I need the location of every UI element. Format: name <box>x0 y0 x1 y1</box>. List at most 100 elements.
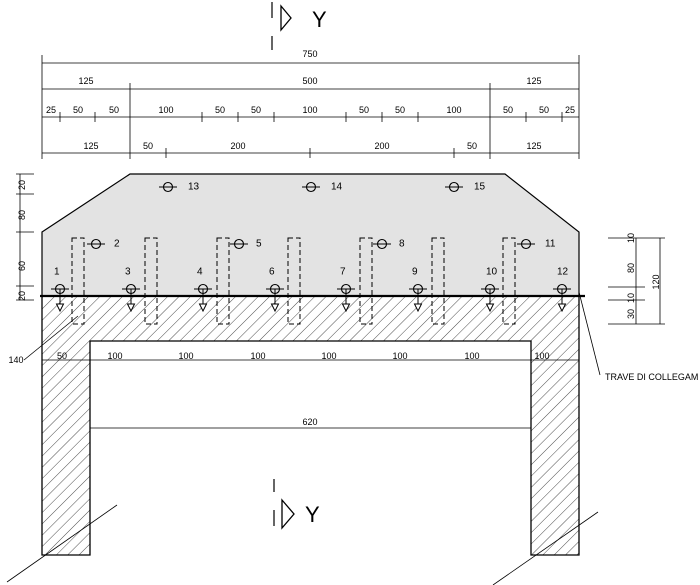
dim-row3-9: 50 <box>395 105 405 115</box>
dim-bottom-1: 50 <box>57 351 67 361</box>
point-label: 3 <box>125 267 131 278</box>
point-label: 11 <box>545 239 556 250</box>
point-load-arrow <box>55 303 65 313</box>
point-label: 10 <box>486 267 498 278</box>
slot-7 <box>502 237 516 325</box>
dim-row4-1: 125 <box>83 141 98 151</box>
dim-bottom-3: 100 <box>178 351 193 361</box>
pier-structure <box>40 173 585 556</box>
point-label: 13 <box>188 182 200 193</box>
row3-ticks <box>59 112 563 122</box>
dim-bottom-7: 100 <box>464 351 479 361</box>
point-12: 12 <box>553 267 571 313</box>
dim-row3-13: 25 <box>565 105 575 115</box>
point-label: 2 <box>114 239 120 250</box>
slot-6 <box>431 237 445 325</box>
dim-row3-3: 50 <box>109 105 119 115</box>
section-label-top: Y <box>312 7 327 32</box>
dim-row2-2: 500 <box>302 76 317 86</box>
point-3: 3 <box>122 267 140 313</box>
section-label-bottom: Y <box>305 502 320 527</box>
point-15: 15 <box>445 182 486 193</box>
dim-right-1: 10 <box>626 233 636 243</box>
section-mark-top: Y <box>271 2 327 50</box>
point-10: 10 <box>481 267 499 313</box>
point-9: 9 <box>409 267 427 313</box>
dim-row3-11: 50 <box>503 105 513 115</box>
point-label: 9 <box>412 267 418 278</box>
point-label: 6 <box>269 267 275 278</box>
point-8: 8 <box>373 239 405 250</box>
dim-row3-7: 100 <box>302 105 317 115</box>
leader-140: 140 <box>8 315 79 365</box>
dim-row2-1: 125 <box>78 76 93 86</box>
dim-bottom-8: 100 <box>534 351 549 361</box>
dim-overall: 750 <box>302 49 317 59</box>
slot-4 <box>287 237 301 325</box>
point-label: 8 <box>399 239 405 250</box>
dim-row4-3: 200 <box>230 141 245 151</box>
dim-right-2: 80 <box>626 263 636 273</box>
section-mark-bottom: Y <box>273 479 320 530</box>
dim-bottom-6: 100 <box>392 351 407 361</box>
dim-left-4: 20 <box>17 291 27 301</box>
point-label: 5 <box>256 239 262 250</box>
point-load-arrow <box>557 303 567 313</box>
dim-row2-3: 125 <box>526 76 541 86</box>
point-label: 14 <box>331 182 343 193</box>
point-load-arrow <box>485 303 495 313</box>
leader-140-label: 140 <box>8 355 23 365</box>
dim-row4-2: 50 <box>143 141 153 151</box>
dim-right-4: 30 <box>626 309 636 319</box>
point-5: 5 <box>230 239 262 250</box>
slot-2 <box>144 237 158 325</box>
dim-bottom-4: 100 <box>250 351 265 361</box>
dim-row3-8: 50 <box>359 105 369 115</box>
point-11: 11 <box>517 239 556 250</box>
dim-row4-6: 125 <box>526 141 541 151</box>
point-label: 15 <box>474 182 486 193</box>
point-load-arrow <box>341 303 351 313</box>
dim-row4-5: 50 <box>467 141 477 151</box>
point-label: 4 <box>197 267 203 278</box>
dim-left-3: 60 <box>17 261 27 271</box>
dim-left-2: 80 <box>17 210 27 220</box>
dim-row3-5: 50 <box>215 105 225 115</box>
point-load-arrow <box>270 303 280 313</box>
point-label: 1 <box>54 267 60 278</box>
point-1: 1 <box>51 267 69 313</box>
point-label: 7 <box>340 267 346 278</box>
point-load-arrow <box>126 303 136 313</box>
beam-label-group: TRAVE DI COLLEGAM <box>578 291 698 382</box>
slot-1 <box>71 237 85 325</box>
slot-3 <box>216 237 230 325</box>
dim-right-total: 120 <box>651 274 661 289</box>
point-load-arrow <box>198 303 208 313</box>
dim-row3-10: 100 <box>446 105 461 115</box>
dimension-lines <box>16 55 665 429</box>
dimension-texts: 750 125 500 125 25 50 50 100 50 50 100 5… <box>17 49 661 427</box>
dim-row3-12: 50 <box>539 105 549 115</box>
dim-bottom-5: 100 <box>321 351 336 361</box>
dim-right-3: 10 <box>626 293 636 303</box>
row4-ticks <box>165 148 455 158</box>
point-14: 14 <box>302 182 343 193</box>
dim-bottom-2: 100 <box>107 351 122 361</box>
point-2: 2 <box>87 239 120 250</box>
beam-label: TRAVE DI COLLEGAM <box>605 372 698 382</box>
dim-left-1: 20 <box>17 180 27 190</box>
dim-row4-4: 200 <box>374 141 389 151</box>
point-4: 4 <box>194 267 212 313</box>
point-7: 7 <box>337 267 355 313</box>
point-6: 6 <box>266 267 284 313</box>
point-13: 13 <box>159 182 200 193</box>
point-label: 12 <box>557 267 569 278</box>
dim-row3-1: 25 <box>46 105 56 115</box>
break-lines <box>6 504 599 585</box>
dim-row3-4: 100 <box>158 105 173 115</box>
dim-opening: 620 <box>302 417 317 427</box>
dim-row3-2: 50 <box>73 105 83 115</box>
slot-5 <box>359 237 373 325</box>
